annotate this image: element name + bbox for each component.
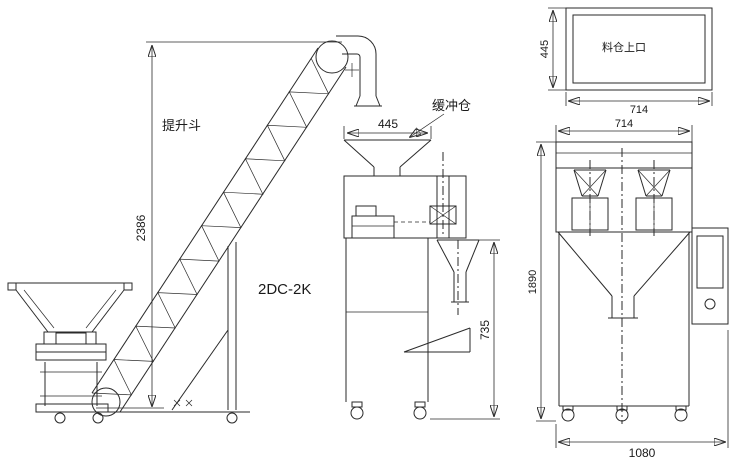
control-screen — [696, 235, 724, 289]
silo-top-view: 料仓上口 — [565, 7, 713, 91]
dim-buffer-top-width-text: 445 — [378, 117, 398, 131]
top-cabinet — [555, 141, 693, 233]
dim-machine-height-text: 1890 — [527, 270, 539, 294]
bucket-elevator — [91, 35, 382, 417]
dim-machine-width: 714 — [555, 118, 693, 142]
dim-buffer-top-width: 445 — [343, 117, 432, 139]
side-view-machine — [343, 139, 480, 420]
side-view-center-lines — [442, 152, 459, 315]
label-buffer-bin: 缓冲仓 — [432, 98, 471, 113]
dim-elevator-height: 2386 — [96, 41, 342, 409]
label-buffer-bin-group: 缓冲仓 — [410, 98, 471, 137]
dim-elevator-height-text: 2386 — [134, 214, 148, 241]
control-box — [691, 227, 729, 325]
control-knob — [704, 298, 716, 310]
weigher-unit — [351, 215, 395, 239]
front-view-center-lines — [589, 148, 655, 424]
label-lift-bucket: 提升斗 — [162, 118, 201, 133]
label-model: 2DC-2K — [258, 281, 311, 298]
dim-discharge-height-text: 735 — [478, 320, 492, 340]
feed-hopper — [7, 282, 133, 424]
elevator-support-frame — [62, 242, 250, 424]
dim-machine-width-text: 714 — [615, 118, 633, 130]
bucket-chain — [91, 58, 330, 396]
dim-base-width: 1080 — [555, 330, 729, 460]
discharge-elbow — [336, 35, 377, 96]
dim-silo-top-depth: 445 — [539, 7, 566, 91]
dim-discharge-height: 735 — [430, 239, 500, 420]
dim-machine-height: 1890 — [527, 141, 556, 422]
dim-silo-top-width: 714 — [565, 92, 713, 116]
machine-body — [343, 175, 467, 239]
front-view-machine — [555, 141, 729, 422]
feed-hopper-detail — [35, 332, 107, 361]
boot-pulley — [91, 387, 121, 417]
label-silo-top-opening: 料仓上口 — [602, 40, 646, 54]
dim-base-width-text: 1080 — [629, 446, 656, 460]
head-pulley — [315, 40, 349, 74]
dim-silo-top-width-text: 714 — [630, 104, 648, 116]
dim-silo-top-depth-text: 445 — [539, 40, 551, 58]
